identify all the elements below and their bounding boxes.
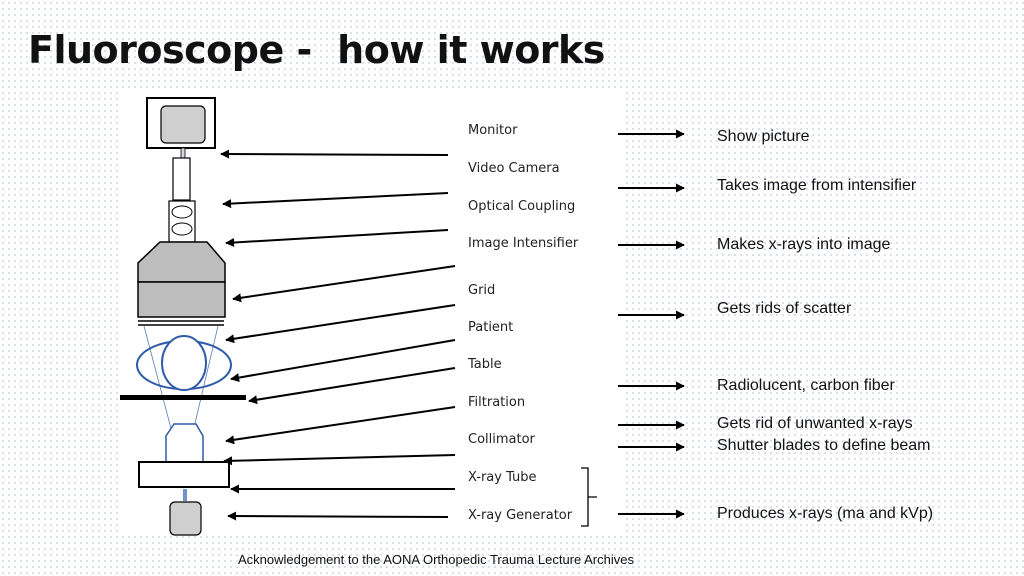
component-arrows (220, 149, 456, 521)
desc-xray-generator: Produces x-rays (ma and kVp) (717, 505, 934, 522)
label-xray-tube: X-ray Tube (468, 470, 537, 485)
optical-coupling-shape (168, 200, 196, 243)
image-intensifier-shape (137, 241, 226, 318)
monitor-shape (146, 97, 216, 149)
label-collimator: Collimator (468, 432, 536, 447)
desc-optical-coupling: Takes image from intensifier (717, 177, 917, 194)
label-table: Table (467, 357, 502, 372)
collimator-shape (165, 423, 204, 463)
desc-monitor: Show picture (717, 128, 810, 145)
label-video-camera: Video Camera (468, 161, 560, 176)
table-shape (120, 395, 246, 400)
xray-generator-shape (169, 501, 202, 536)
desc-grid: Gets rids of scatter (717, 300, 852, 317)
label-patient: Patient (468, 320, 513, 335)
slide-title: Fluoroscope - how it works (28, 28, 605, 72)
label-filtration: Filtration (468, 395, 525, 410)
desc-filtration: Gets rid of unwanted x-rays (717, 415, 913, 432)
xray-tube-shape (138, 461, 230, 488)
acknowledgement-footer: Acknowledgement to the AONA Orthopedic T… (238, 552, 634, 567)
grid-shape (138, 320, 224, 326)
monitor-cable (180, 147, 186, 159)
tube-cable (183, 489, 187, 501)
desc-table: Radiolucent, carbon fiber (717, 377, 895, 394)
patient-shape (136, 335, 232, 391)
label-xray-generator: X-ray Generator (468, 508, 573, 523)
label-grid: Grid (468, 283, 495, 298)
label-optical-coupling: Optical Coupling (468, 199, 575, 214)
description-arrows (618, 129, 685, 519)
video-camera-shape (172, 157, 191, 201)
desc-image-intensifier: Makes x-rays into image (717, 236, 891, 253)
label-monitor: Monitor (468, 123, 518, 138)
label-image-intensifier: Image Intensifier (468, 236, 579, 251)
tube-generator-bracket (581, 467, 597, 527)
desc-collimator: Shutter blades to define beam (717, 437, 931, 454)
